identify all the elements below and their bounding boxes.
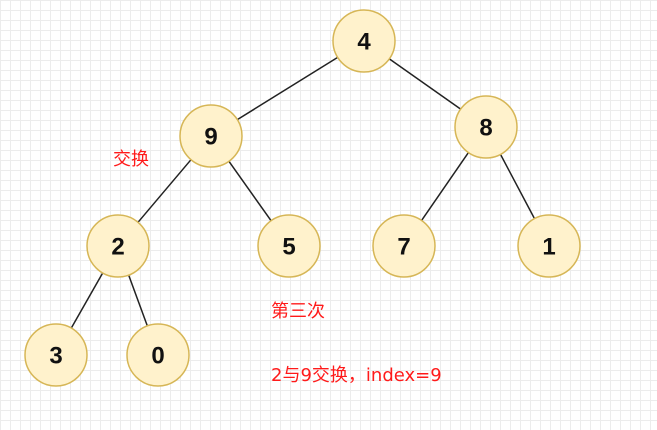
node-value-label: 0 <box>151 343 164 370</box>
node-circle <box>517 214 581 278</box>
tree-node: 2 <box>86 214 150 278</box>
tree-nodes: 4 9 8 2 5 7 1 3 0 <box>24 9 581 387</box>
node-circle <box>126 323 190 387</box>
node-value-label: 4 <box>357 29 371 56</box>
edge-n1-n4 <box>228 160 272 222</box>
edge-n2-n6 <box>499 154 536 219</box>
tree-node: 9 <box>179 104 243 168</box>
tree-node: 1 <box>517 214 581 278</box>
node-value-label: 5 <box>282 234 295 261</box>
node-value-label: 9 <box>204 124 217 151</box>
swap-annotation: 交换 <box>113 149 149 170</box>
tree-node: 4 <box>332 9 396 73</box>
node-circle <box>332 9 396 73</box>
edge-n1-n3 <box>137 159 192 223</box>
node-circle <box>179 104 243 168</box>
node-circle <box>454 95 518 159</box>
node-circle <box>24 323 88 387</box>
tree-node: 5 <box>257 214 321 278</box>
step-detail-annotation: 2与9交换，index=9 <box>271 365 442 386</box>
tree-node: 7 <box>372 214 436 278</box>
node-value-label: 1 <box>542 234 555 261</box>
node-value-label: 2 <box>111 234 124 261</box>
node-circle <box>257 214 321 278</box>
tree-node: 0 <box>126 323 190 387</box>
edge-n3-n7 <box>70 272 104 329</box>
edge-n0-n2 <box>388 58 462 110</box>
edge-n2-n5 <box>420 152 470 221</box>
node-value-label: 3 <box>49 343 62 370</box>
node-value-label: 7 <box>397 234 410 261</box>
step-title-annotation: 第三次 <box>271 301 325 322</box>
tree-node: 8 <box>454 95 518 159</box>
node-value-label: 8 <box>479 115 492 142</box>
node-circle <box>372 214 436 278</box>
tree-node: 3 <box>24 323 88 387</box>
edge-n0-n1 <box>236 56 339 121</box>
node-circle <box>86 214 150 278</box>
edge-n3-n8 <box>127 274 149 327</box>
tree-edges <box>70 56 536 329</box>
